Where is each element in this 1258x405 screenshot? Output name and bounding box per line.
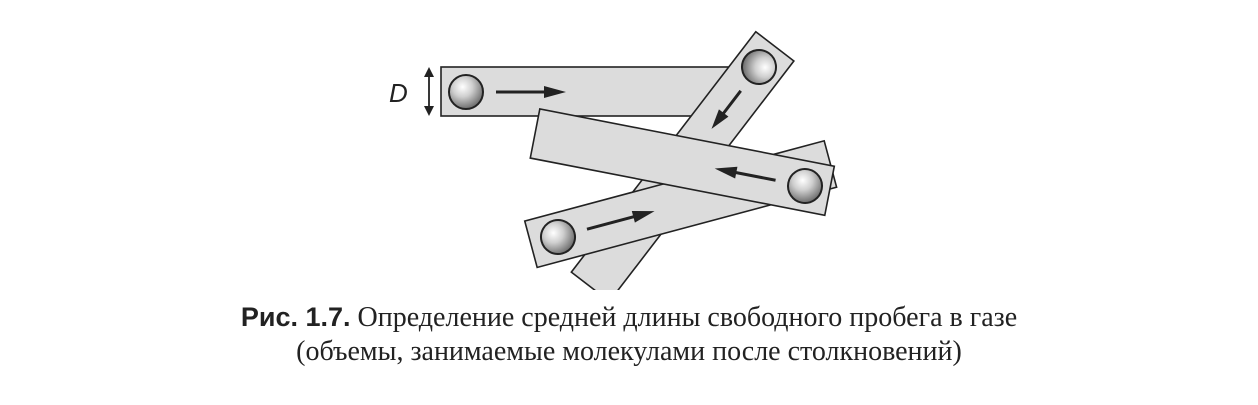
direction-arrow-up-right — [586, 211, 655, 231]
molecule — [787, 168, 823, 204]
diameter-label: D — [389, 78, 408, 108]
diameter-marker: D — [389, 67, 434, 116]
molecule — [540, 219, 576, 255]
figure-caption: Рис. 1.7. Определение средней длины своб… — [0, 300, 1258, 369]
molecule — [741, 49, 777, 85]
caption-label: Рис. 1.7. — [240, 302, 351, 332]
direction-arrow-left — [714, 166, 776, 182]
direction-arrow-right — [496, 86, 566, 98]
direction-arrow-down-left — [711, 89, 742, 129]
caption-text-line-1: Определение средней длины свободного про… — [357, 302, 1018, 333]
caption-line-2: (объемы, занимаемые молекулами после сто… — [296, 336, 962, 367]
tube-horizontal — [440, 66, 740, 117]
molecule — [448, 74, 484, 110]
tube-body — [529, 108, 836, 217]
mean-free-path-diagram: D — [389, 30, 838, 290]
tube-body — [440, 66, 740, 117]
caption-line-1: Рис. 1.7. Определение средней длины своб… — [0, 300, 1258, 335]
tube-middle — [529, 108, 836, 217]
